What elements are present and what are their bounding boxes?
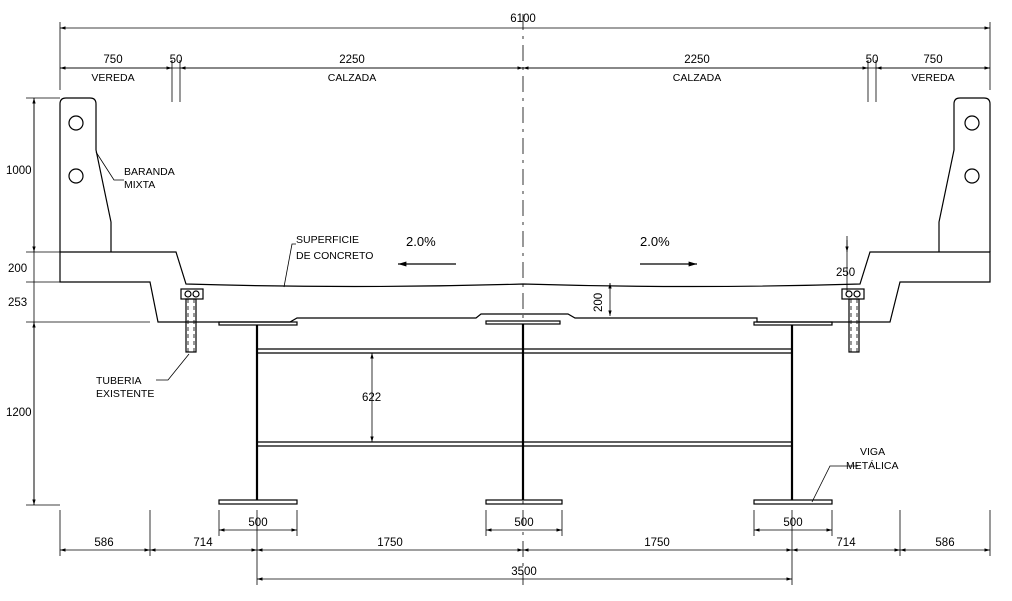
label-beam-2: METÁLICA	[846, 459, 899, 472]
dim-carriageway-left: 2250	[339, 54, 365, 66]
surface-leader	[283, 243, 296, 288]
railing-right-hole-2	[964, 168, 980, 184]
dim-sidewalk-left: 750	[103, 54, 122, 66]
dim-railing-height: 1000	[6, 165, 32, 177]
dim-spacing-right: 1750	[644, 537, 670, 549]
dim-sidewalk-slab: 200	[8, 263, 27, 275]
top-dimensions	[59, 22, 991, 102]
dim-curb-right: 50	[866, 54, 879, 66]
dim-edge-left: 586	[94, 537, 113, 549]
label-railing-1: BARANDA	[124, 166, 175, 178]
dim-curb-height: 250	[836, 267, 855, 279]
deck-slab-outline	[59, 251, 991, 323]
railing-left-hole-1	[68, 115, 84, 131]
dim-slab-offset: 253	[8, 297, 27, 309]
railing-right-hole-1	[964, 115, 980, 131]
dim-edge-right: 586	[935, 537, 954, 549]
flange-width-dims	[218, 510, 833, 536]
beam-leader	[811, 465, 858, 503]
dim-deck-thickness: 200	[593, 293, 605, 312]
label-pipe-1: TUBERIA	[96, 375, 142, 387]
pipe-leader	[156, 353, 190, 381]
railing-right	[938, 97, 991, 252]
label-sidewalk-right: VEREDA	[911, 72, 954, 84]
label-carriageway-left: CALZADA	[328, 72, 376, 84]
label-beam-1: VIGA	[860, 446, 885, 458]
slope-right-label: 2.0%	[640, 234, 670, 249]
bottom-dimensions	[59, 510, 991, 585]
dim-flange-left: 500	[248, 517, 267, 529]
dim-curb-left: 50	[170, 54, 183, 66]
railing-leader	[95, 151, 124, 181]
label-carriageway-right: CALZADA	[673, 72, 721, 84]
railing-left-hole-2	[68, 168, 84, 184]
dim-sidewalk-right: 750	[923, 54, 942, 66]
dim-flange-center: 500	[514, 517, 533, 529]
label-surface-2: DE CONCRETO	[296, 250, 373, 262]
railing-left	[59, 97, 112, 252]
drain-left	[180, 288, 204, 353]
dim-carriageway-right: 2250	[684, 54, 710, 66]
left-vertical-dimensions	[26, 97, 150, 506]
steel-beams	[218, 320, 833, 505]
slope-left-label: 2.0%	[406, 234, 436, 249]
dim-overhang-left: 714	[193, 537, 213, 549]
dim-outer-spacing: 3500	[511, 566, 537, 578]
label-sidewalk-left: VEREDA	[91, 72, 134, 84]
label-surface-1: SUPERFICIE	[296, 234, 359, 246]
label-railing-2: MIXTA	[124, 179, 155, 191]
drain-right	[841, 288, 865, 353]
dim-bracing-height: 622	[362, 392, 381, 404]
label-pipe-2: EXISTENTE	[96, 388, 154, 400]
dim-beam-depth: 1200	[6, 407, 32, 419]
dim-flange-right: 500	[783, 517, 802, 529]
dim-total-width: 6100	[510, 13, 536, 25]
dim-spacing-left: 1750	[377, 537, 403, 549]
dim-overhang-right: 714	[836, 537, 856, 549]
